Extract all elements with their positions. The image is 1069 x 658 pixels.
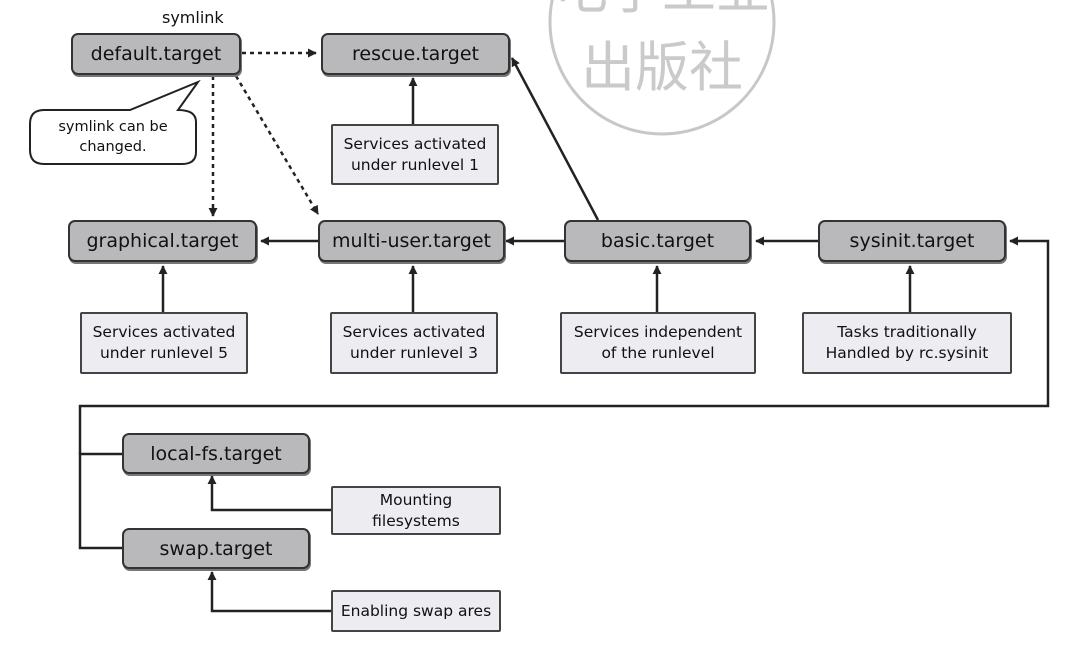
callout-text: symlink can be changed. bbox=[58, 119, 168, 155]
multi-user-target: multi-user.target bbox=[318, 220, 505, 262]
rescue-target: rescue.target bbox=[321, 33, 510, 75]
arrow-mounting-filesystems bbox=[207, 475, 331, 512]
basic-target: basic.target bbox=[564, 220, 751, 262]
local-fs-target: local-fs.target bbox=[122, 433, 310, 474]
arrow-enabling-swap bbox=[207, 571, 331, 613]
bracket-local-fs-swap bbox=[78, 452, 122, 550]
svg-text:出版社: 出版社 bbox=[581, 36, 743, 99]
basic-services-box: Services independent of the runlevel bbox=[560, 312, 756, 374]
default-target: default.target bbox=[71, 33, 241, 75]
graphical-target: graphical.target bbox=[68, 220, 257, 262]
symlink-label: symlink bbox=[162, 8, 224, 27]
enabling-swap-box: Enabling swap ares bbox=[331, 590, 501, 632]
symlink-arrow-multi-user bbox=[234, 75, 320, 215]
mounting-filesystems-box: Mounting filesystems bbox=[331, 486, 501, 535]
callout-bubble bbox=[29, 79, 201, 165]
arrow-to-sysinit bbox=[78, 236, 1050, 454]
rescue-services-box: Services activated under runlevel 1 bbox=[331, 124, 499, 185]
arrow-basic-to-rescue bbox=[510, 57, 600, 221]
graphical-services-box: Services activated under runlevel 5 bbox=[80, 312, 248, 374]
swap-target: swap.target bbox=[122, 528, 310, 569]
multi-user-services-box: Services activated under runlevel 3 bbox=[330, 312, 498, 374]
sysinit-target: sysinit.target bbox=[818, 220, 1006, 262]
sysinit-tasks-box: Tasks traditionally Handled by rc.sysini… bbox=[802, 312, 1012, 374]
svg-text:电子工业: 电子工业 bbox=[554, 0, 770, 21]
